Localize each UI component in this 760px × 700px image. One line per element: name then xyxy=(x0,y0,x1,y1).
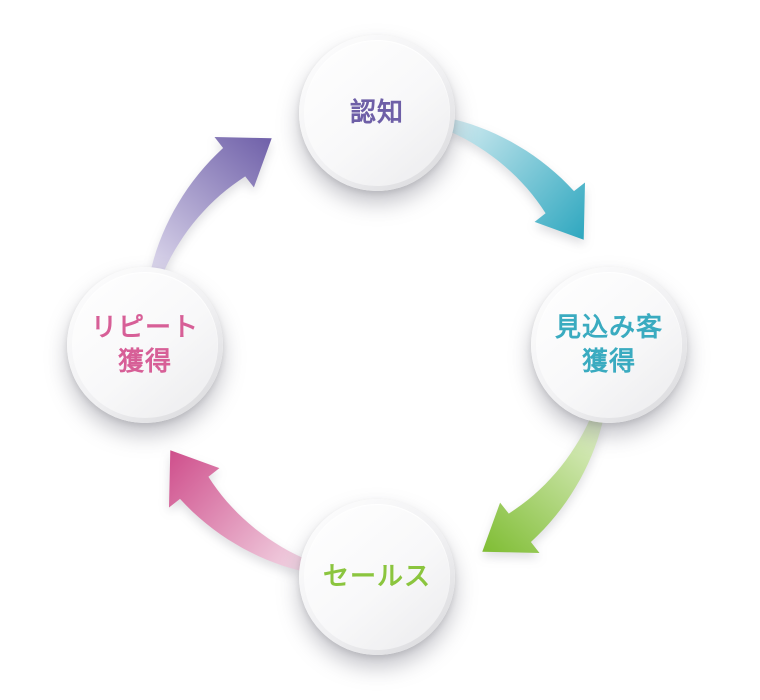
node-label-line: 獲得 xyxy=(581,346,636,376)
arrow-lead-to-sales xyxy=(482,418,603,553)
node-lead-acquisition: 見込み客 獲得 xyxy=(531,267,687,423)
node-label-line: セールス xyxy=(322,561,431,592)
node-label-line: 見込み客 xyxy=(554,312,663,343)
node-sales: セールス xyxy=(299,499,455,655)
node-awareness-label: 認知 xyxy=(350,96,404,130)
node-label-line: リピート xyxy=(90,312,199,343)
node-repeat-acquisition-label: リピート 獲得 xyxy=(91,311,199,379)
node-awareness: 認知 xyxy=(299,35,455,191)
node-label-line: 獲得 xyxy=(117,346,172,376)
arrow-sales-to-repeat xyxy=(169,450,304,571)
node-repeat-acquisition: リピート 獲得 xyxy=(67,267,223,423)
arrow-awareness-to-lead xyxy=(450,119,585,240)
node-lead-acquisition-label: 見込み客 獲得 xyxy=(555,311,663,379)
node-sales-label: セールス xyxy=(323,560,431,594)
arrow-repeat-to-awareness xyxy=(151,137,272,272)
node-label-line: 認知 xyxy=(349,97,404,128)
